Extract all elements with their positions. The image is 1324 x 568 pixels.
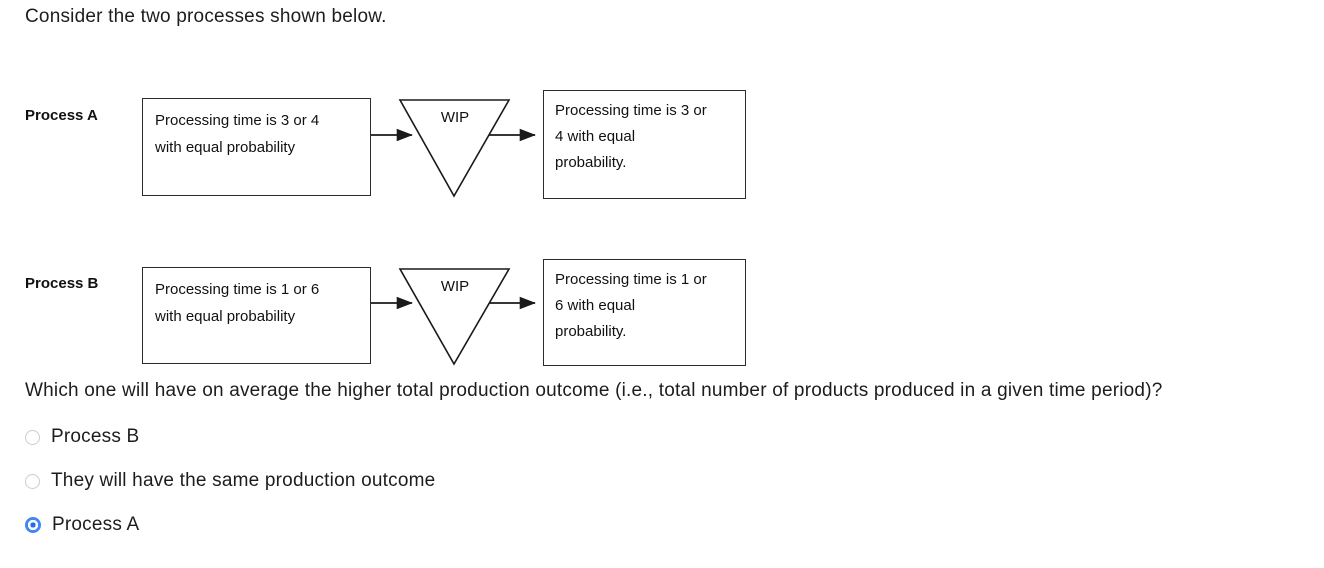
process-a-label: Process A	[25, 107, 98, 124]
box-text-line: Processing time is 1 or	[555, 271, 707, 288]
box-text-line: Processing time is 3 or 4	[155, 112, 320, 129]
radio-button[interactable]	[25, 473, 40, 489]
process-b-wip-triangle	[398, 268, 511, 366]
box-text-line: probability.	[555, 154, 627, 171]
box-text-line: with equal probability	[155, 308, 296, 325]
process-a-input-box: Processing time is 3 or 4 with equal pro…	[142, 98, 371, 196]
radio-button[interactable]	[25, 429, 40, 445]
box-text-line: Processing time is 1 or 6	[155, 281, 320, 298]
process-b-input-box: Processing time is 1 or 6 with equal pro…	[142, 267, 371, 364]
box-text-line: 4 with equal	[555, 128, 636, 145]
process-b-output-box: Processing time is 1 or 6 with equal pro…	[543, 259, 746, 366]
radio-option-process-b[interactable]: Process B	[25, 426, 139, 448]
radio-option-label: They will have the same production outco…	[51, 470, 436, 491]
box-text-line: 6 with equal	[555, 297, 636, 314]
process-flow-diagram	[371, 99, 536, 366]
radio-option-same-outcome[interactable]: They will have the same production outco…	[25, 470, 435, 492]
radio-button[interactable]	[25, 517, 41, 533]
box-text-line: with equal probability	[155, 139, 296, 156]
process-b-wip-label: WIP	[440, 278, 470, 295]
box-text-line: probability.	[555, 323, 627, 340]
process-a-wip-label: WIP	[440, 109, 470, 126]
radio-option-label: Process B	[51, 426, 140, 447]
page-title: Consider the two processes shown below.	[25, 6, 387, 27]
radio-option-label: Process A	[52, 514, 140, 535]
question-text: Which one will have on average the highe…	[25, 380, 1163, 401]
radio-option-process-a[interactable]: Process A	[25, 514, 139, 536]
box-text-line: Processing time is 3 or	[555, 102, 707, 119]
process-a-wip-triangle	[398, 99, 511, 198]
process-a-output-box: Processing time is 3 or 4 with equal pro…	[543, 90, 746, 199]
process-b-label: Process B	[25, 275, 99, 292]
